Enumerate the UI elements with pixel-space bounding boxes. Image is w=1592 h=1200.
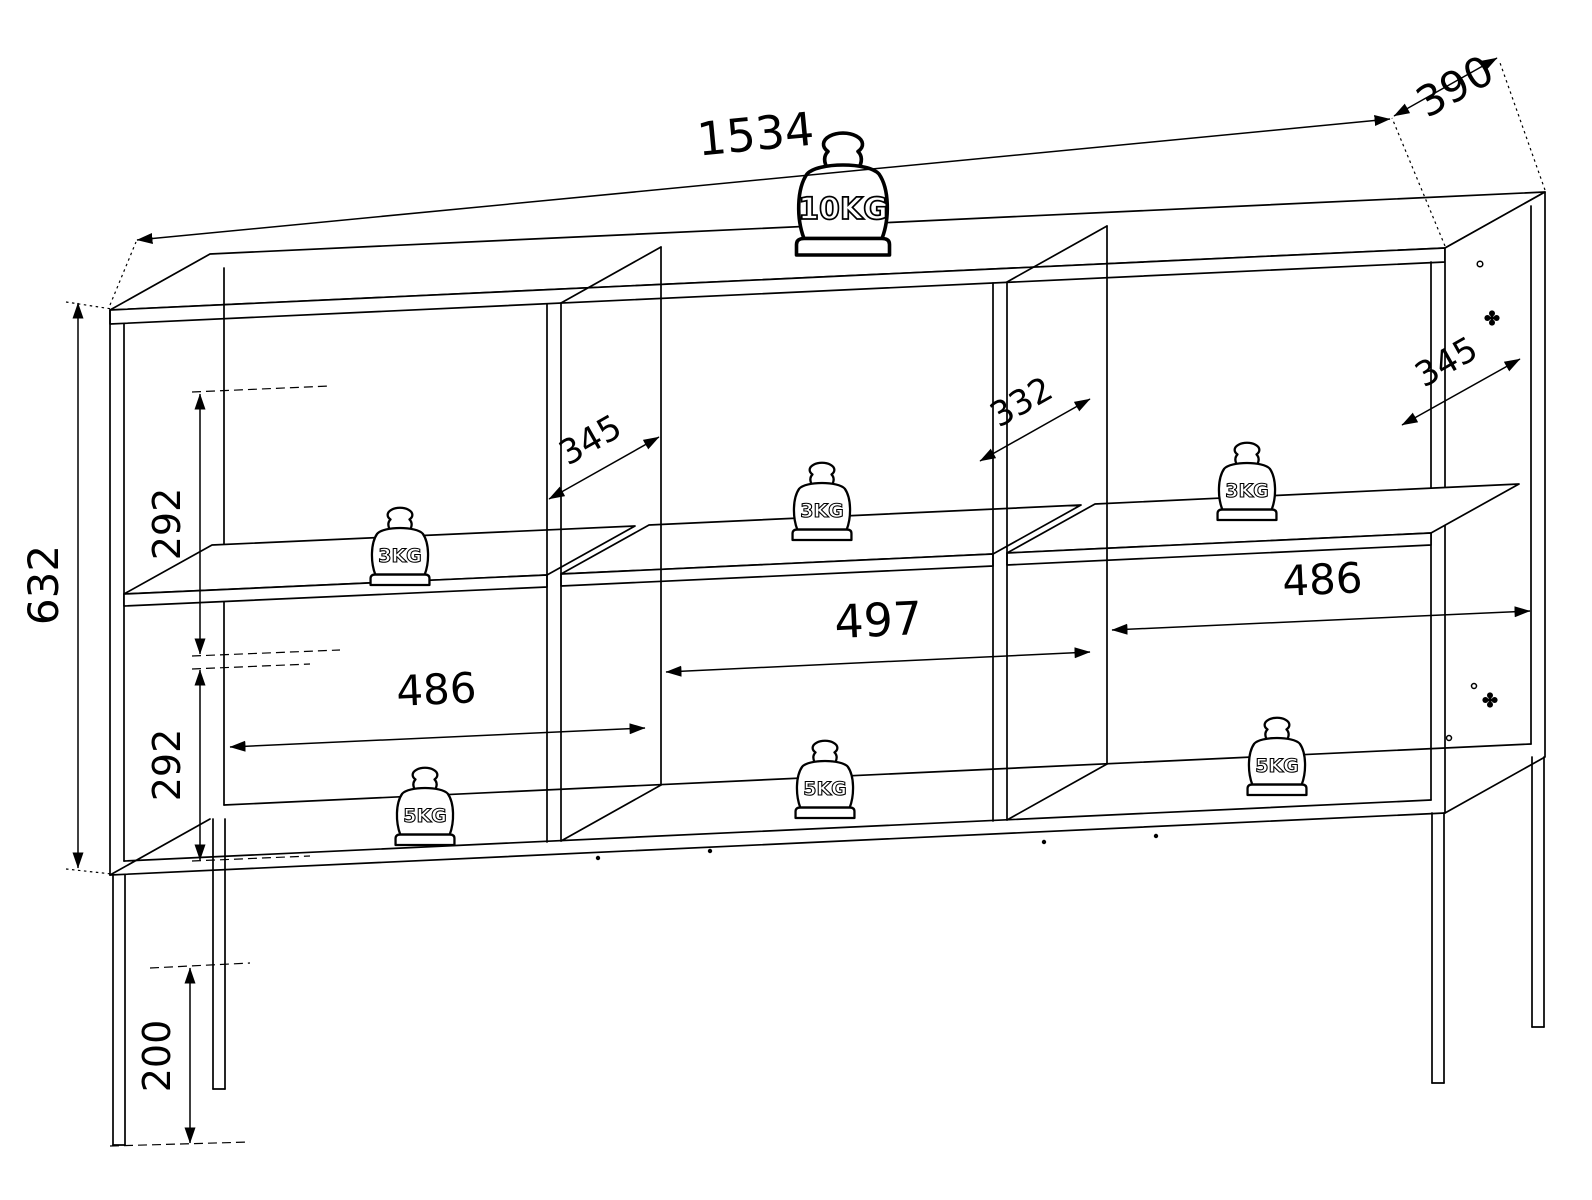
dim-body-height: 632 [19,301,113,875]
dim-leg-height: 200 [109,962,251,1147]
dim-upper-compartment-label: 292 [145,488,189,561]
dim-upper-compartment-height: 292 [145,385,341,657]
screw-hole-icon [1476,260,1484,268]
weight-label: 5KG [1255,755,1299,777]
weight-5kg-middle-icon: 5KG [794,739,856,820]
weight-label: 3KG [800,500,844,522]
dim-overall-depth-label: 390 [1408,45,1502,127]
dim-left-compartment-width: 486 [229,663,646,752]
weight-5kg-left-icon: 5KG [394,766,456,847]
leg-front-left [112,874,126,1146]
dim-lower-compartment-label: 292 [145,729,189,802]
leg-back-right [1531,756,1545,1028]
dim-left-shelf-depth-label: 345 [552,407,628,474]
weight-3kg-right-icon: 3KG [1216,441,1278,522]
dim-middle-compartment-width: 497 [665,591,1091,677]
dim-right-compartment-width: 486 [1111,553,1531,635]
handle-dot [1041,839,1047,845]
dim-middle-shelf-depth: 332 [979,369,1091,462]
dim-middle-compartment-width-label: 497 [833,591,923,649]
weight-3kg-left-icon: 3KG [369,506,431,587]
weight-label: 3KG [378,545,422,567]
leg-front-right [1431,812,1445,1084]
cabinet [109,191,1546,1146]
weight-5kg-right-icon: 5KG [1246,716,1308,797]
dim-leg-height-label: 200 [135,1020,179,1093]
dim-middle-shelf-depth-label: 332 [983,369,1059,436]
dim-right-compartment-width-label: 486 [1281,553,1363,606]
weight-label: 3KG [1225,480,1269,502]
dim-lower-compartment-height: 292 [145,663,311,862]
dim-left-compartment-width-label: 486 [395,663,477,716]
weight-3kg-middle-icon: 3KG [791,461,853,542]
handle-dot [707,848,713,854]
dim-overall-width: 1534 [109,102,1391,306]
handle-dot [1153,833,1159,839]
dim-overall-width-label: 1534 [695,102,817,167]
dim-body-height-label: 632 [19,545,68,625]
divider-right [992,225,1108,822]
dim-left-shelf-depth: 345 [548,407,660,500]
handle-dot [595,855,601,861]
weight-label: 5KG [803,778,847,800]
leg-back-left [212,818,226,1090]
fitting-marks [595,260,1500,861]
screw-hole-icon [1445,734,1453,742]
weight-label: 5KG [403,805,447,827]
screw-hole-icon [1470,682,1478,690]
weight-label: 10KG [798,192,888,227]
